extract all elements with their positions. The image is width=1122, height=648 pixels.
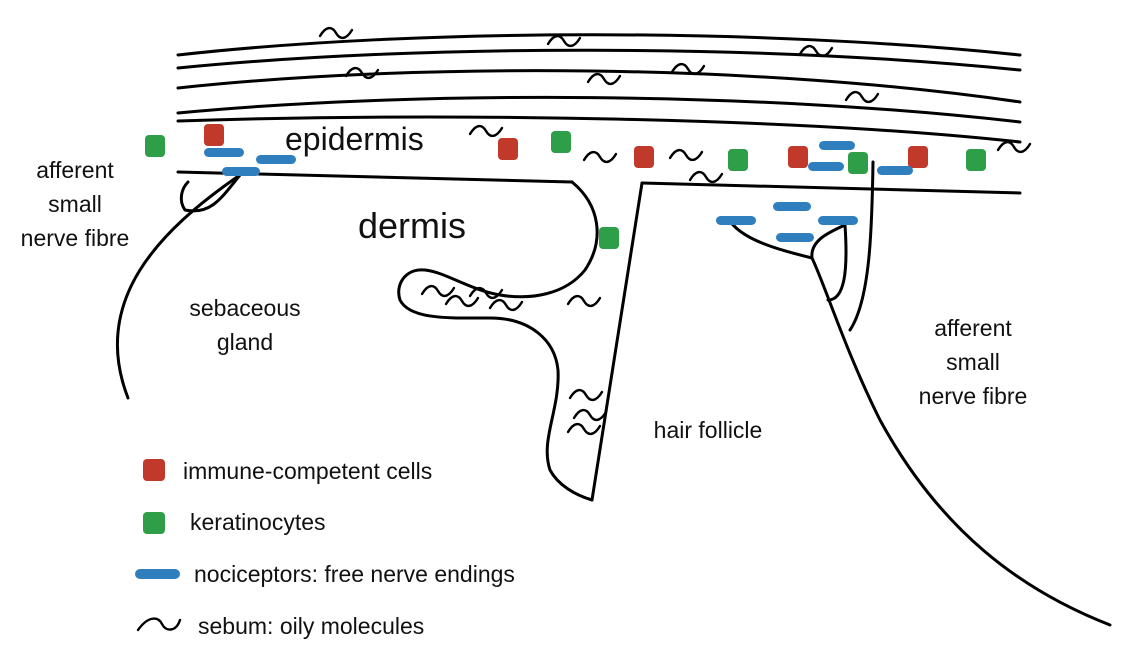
nociceptor-ending: [776, 233, 814, 242]
sebum-molecule: [798, 44, 834, 58]
sebum-molecule: [568, 388, 604, 402]
keratinocyte-cell: [848, 152, 868, 174]
legend-immune-swatch: [143, 459, 165, 481]
afferent-left-line2: small: [48, 191, 102, 217]
sebum-molecule: [844, 90, 880, 104]
immune-cell: [498, 138, 518, 160]
keratinocyte-cell: [966, 149, 986, 171]
nociceptor-ending: [716, 216, 756, 225]
stratum-corneum-layers: [176, 33, 1022, 144]
hair-follicle-label: hair follicle: [654, 417, 763, 443]
sebum-molecule: [444, 294, 480, 308]
keratinocyte-cell: [599, 227, 619, 249]
legend-sebum-wave: [136, 617, 182, 632]
left-nerve-fibre: [116, 173, 242, 400]
nociceptor-ending: [819, 141, 855, 150]
sebum-molecule: [996, 140, 1032, 154]
sebum-molecules: [318, 26, 1032, 436]
sebum-molecule: [420, 284, 456, 298]
nociceptor-ending: [808, 162, 844, 171]
sebum-molecule: [668, 148, 704, 162]
legend-nociceptor-swatch: [135, 569, 180, 579]
nociceptor-ending: [818, 216, 858, 225]
legend-nociceptor-label: nociceptors: free nerve endings: [194, 561, 515, 587]
keratinocytes: [145, 131, 986, 249]
afferent-right-line2: small: [946, 349, 1000, 375]
sebum-molecule: [670, 62, 706, 76]
right-nerve-fibre: [726, 160, 1112, 627]
nociceptor-ending: [204, 148, 244, 157]
sebum-molecule: [566, 422, 602, 436]
nociceptor-ending: [773, 202, 811, 211]
nociceptor-ending: [222, 167, 260, 176]
afferent-right-line1: afferent: [934, 315, 1012, 341]
nociceptors: [204, 141, 913, 242]
immune-cells: [204, 124, 928, 168]
sebum-molecule: [688, 170, 724, 184]
legend-sebum-label: sebum: oily molecules: [198, 613, 424, 639]
dermis-label: dermis: [358, 205, 466, 246]
legend: immune-competent cells keratinocytes noc…: [135, 458, 515, 639]
sebum-molecule: [344, 66, 380, 80]
immune-cell: [908, 146, 928, 168]
sebaceous-label-line1: sebaceous: [189, 295, 300, 321]
sebum-molecule: [468, 286, 504, 300]
legend-keratinocyte-swatch: [143, 512, 165, 534]
afferent-right-line3: nerve fibre: [919, 383, 1028, 409]
sebum-molecule: [546, 34, 582, 48]
legend-keratinocyte-label: keratinocytes: [190, 509, 326, 535]
afferent-left-line1: afferent: [36, 157, 114, 183]
sebum-molecule: [318, 26, 354, 40]
sebum-molecule: [488, 298, 524, 312]
sebum-molecule: [572, 408, 608, 422]
sebum-molecule: [586, 72, 622, 86]
sebaceous-gland-outline: [397, 180, 599, 502]
sebaceous-label-line2: gland: [217, 329, 273, 355]
epidermis-label: epidermis: [285, 121, 424, 157]
sebum-molecule: [582, 150, 618, 164]
keratinocyte-cell: [728, 149, 748, 171]
sebum-molecule: [566, 294, 602, 308]
nociceptor-ending: [256, 155, 296, 164]
dermis-junction-lines: [176, 170, 1022, 195]
immune-cell: [788, 146, 808, 168]
afferent-left-line3: nerve fibre: [21, 225, 130, 251]
sebum-molecule: [468, 124, 504, 138]
immune-cell: [204, 124, 224, 146]
keratinocyte-cell: [551, 131, 571, 153]
legend-immune-label: immune-competent cells: [183, 458, 432, 484]
keratinocyte-cell: [145, 135, 165, 157]
hair-follicle-outline: [590, 181, 644, 502]
nociceptor-ending: [877, 166, 913, 175]
immune-cell: [634, 146, 654, 168]
